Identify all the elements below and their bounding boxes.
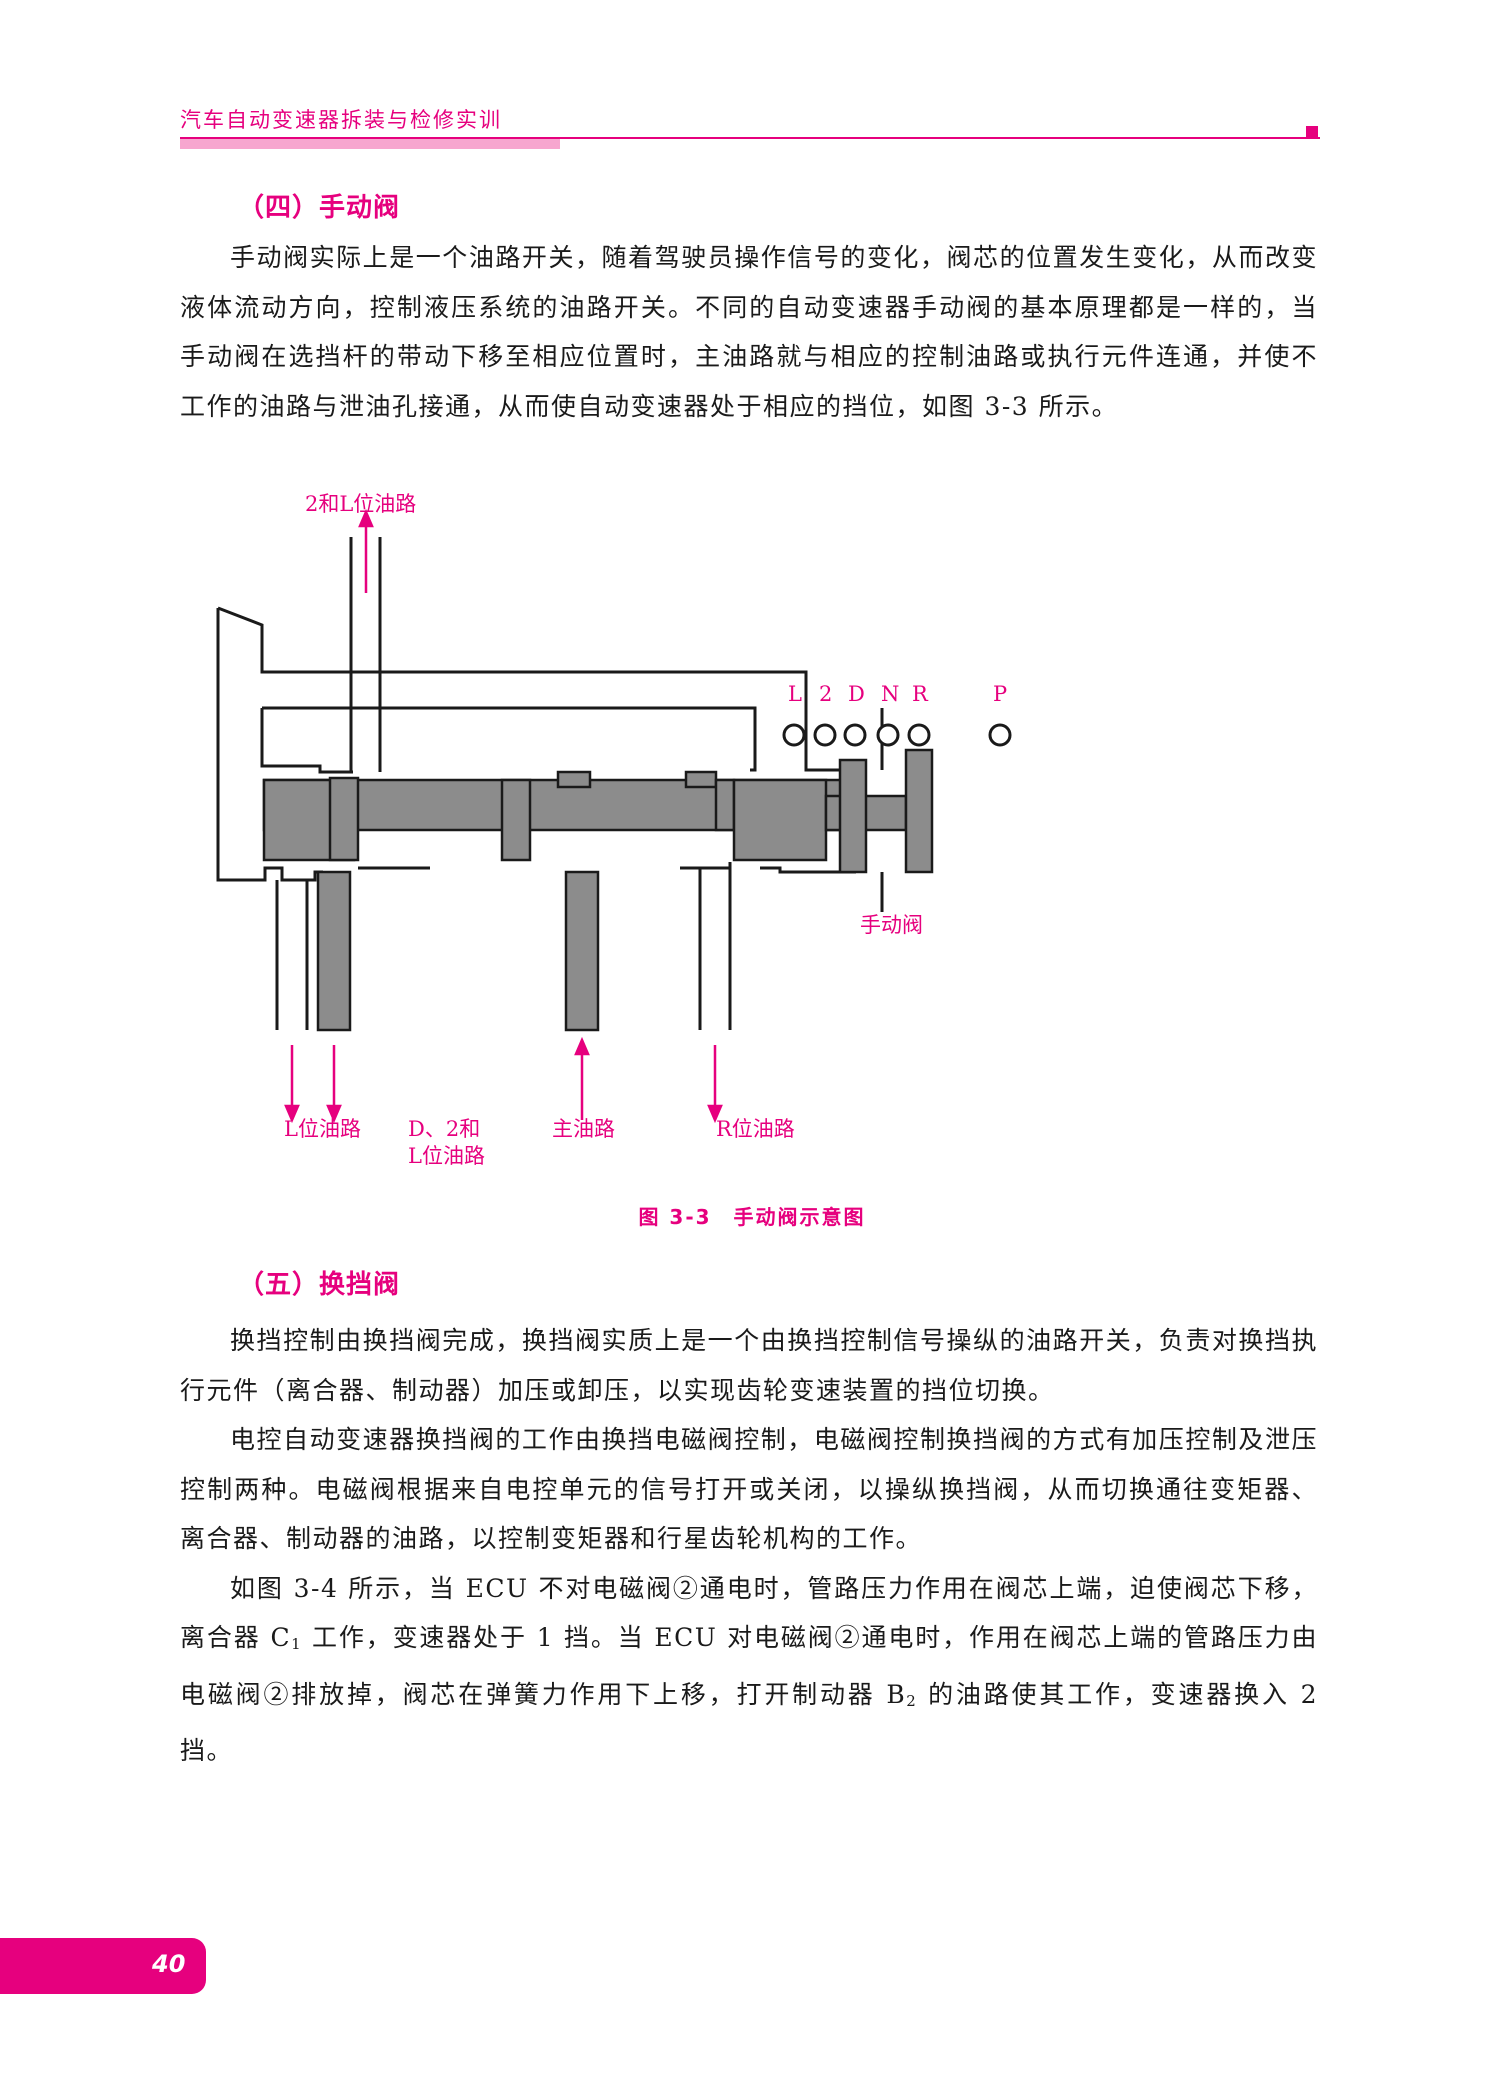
label-manual-valve: 手动阀 [860, 913, 923, 937]
header-rule [180, 137, 1320, 139]
valve-spool [262, 748, 934, 1032]
label-d2l-line-2: L位油路 [408, 1144, 485, 1168]
header-square-mark [1306, 126, 1318, 138]
section-heading-manual-valve: （四）手动阀 [238, 193, 401, 223]
page-number: 40 [152, 1950, 186, 1978]
position-label-p: P [993, 682, 1007, 706]
subscript-b2: 2 [906, 1691, 918, 1710]
paragraphs-shift-valve: 换挡控制由换挡阀完成，换挡阀实质上是一个由换挡控制信号操纵的油路开关，负责对换挡… [180, 1316, 1318, 1776]
position-label-2: 2 [819, 682, 832, 706]
label-r-line: R位油路 [716, 1117, 795, 1141]
figure-caption: 图 3-3 手动阀示意图 [638, 1205, 866, 1229]
position-label-d: D [848, 682, 865, 706]
paragraph-manual-valve: 手动阀实际上是一个油路开关，随着驾驶员操作信号的变化，阀芯的位置发生变化，从而改… [180, 233, 1318, 431]
paragraph-shift-3: 如图 3-4 所示，当 ECU 不对电磁阀②通电时，管路压力作用在阀芯上端，迫使… [180, 1564, 1318, 1776]
label-2-l-line: 2和L位油路 [305, 492, 416, 516]
paragraph-shift-3-a: 如图 3-4 所示，当 ECU 不对电磁阀②通电时，管路压力作用在阀芯上端，迫使… [180, 1573, 1318, 1653]
label-main-line: 主油路 [552, 1117, 615, 1141]
paragraph-shift-1: 换挡控制由换挡阀完成，换挡阀实质上是一个由换挡控制信号操纵的油路开关，负责对换挡… [180, 1326, 1318, 1405]
header-accent-bar [180, 139, 560, 149]
label-d2l-line-1: D、2和 [408, 1117, 480, 1141]
position-label-l: L [788, 682, 802, 706]
section-heading-shift-valve: （五）换挡阀 [238, 1270, 401, 1300]
position-label-r: R [912, 682, 929, 706]
label-l-line: L位油路 [284, 1117, 361, 1141]
page-number-badge [0, 1938, 206, 1994]
position-label-n: N [881, 682, 899, 706]
paragraph-shift-3-c: 的油路使其工作，变速器换入 2 挡。 [180, 1679, 1318, 1766]
paragraph-text: 手动阀实际上是一个油路开关，随着驾驶员操作信号的变化，阀芯的位置发生变化，从而改… [180, 243, 1318, 421]
manual-valve-diagram: L 2 D N R P 2和L位油路 手动阀 L位油路 D、2和 L位油路 主油… [216, 492, 1012, 1168]
subscript-c1: 1 [291, 1635, 303, 1653]
paragraph-shift-2: 电控自动变速器换挡阀的工作由换挡电磁阀控制，电磁阀控制换挡阀的方式有加压控制及泄… [180, 1425, 1318, 1553]
paragraph-shift-3-b: 工作，变速器处于 1 挡。当 ECU 对电磁阀②通电时，作用在阀芯上端的管路压力… [180, 1623, 1319, 1709]
figure-manual-valve: L 2 D N R P 2和L位油路 手动阀 L位油路 D、2和 L位油路 主油… [200, 490, 1300, 1180]
running-title: 汽车自动变速器拆装与检修实训 [180, 108, 502, 132]
position-circles [782, 723, 1012, 747]
flow-arrows [284, 508, 723, 1124]
